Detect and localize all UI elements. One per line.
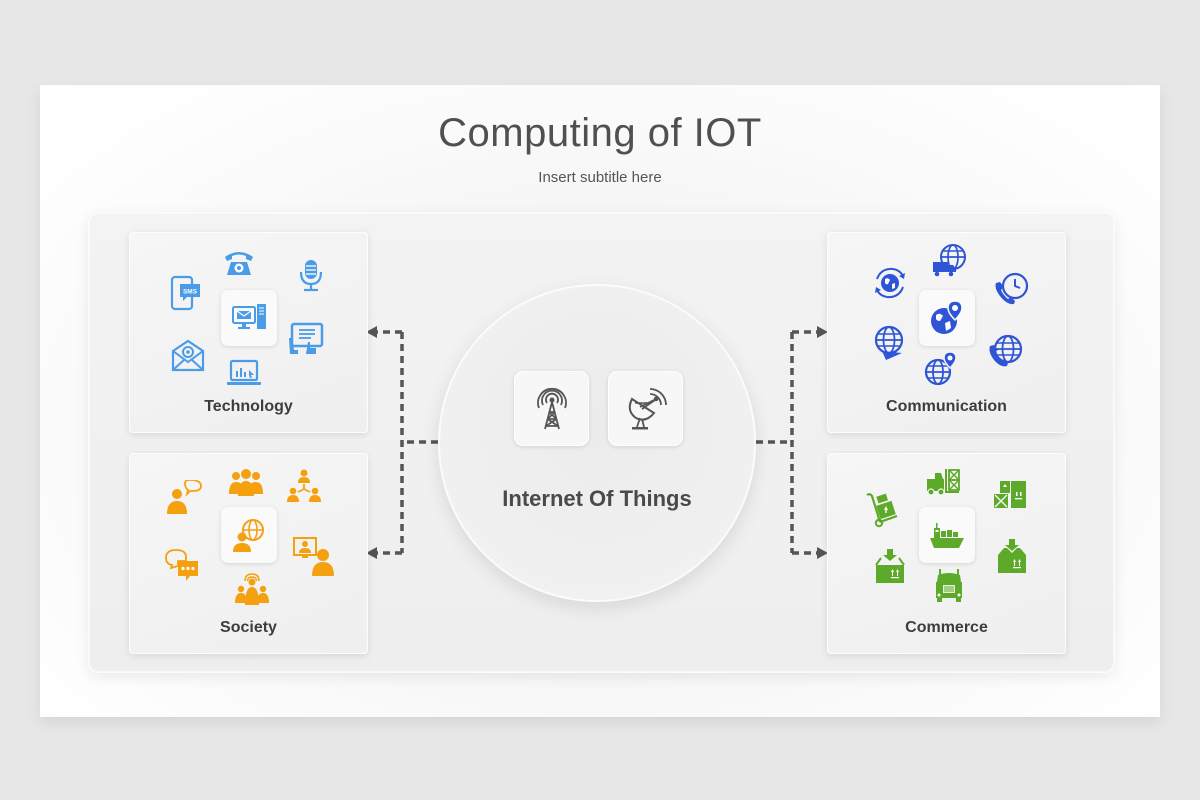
chat-bubbles-icon — [164, 548, 200, 584]
person-globe-icon — [221, 507, 277, 563]
forklift-icon — [925, 465, 961, 501]
slide-subtitle: Insert subtitle here — [538, 169, 662, 186]
cargo-ship-icon — [919, 507, 975, 563]
video-call-icon — [292, 536, 334, 576]
globe-location-icon — [924, 351, 960, 387]
microphone-icon — [293, 257, 329, 293]
laptop-chart-icon — [226, 355, 262, 391]
iot-hub[interactable]: Internet Of Things — [438, 284, 756, 602]
tablet-touch-icon — [288, 320, 324, 356]
group-icon — [228, 466, 264, 502]
card-communication[interactable]: Communication — [827, 232, 1066, 433]
hierarchy-icon — [286, 468, 322, 504]
boxes-icon — [992, 478, 1028, 514]
truck-icon — [931, 568, 967, 604]
hand-truck-icon — [864, 492, 900, 528]
email-at-icon — [170, 337, 206, 373]
sms-phone-icon: SMS — [168, 275, 204, 311]
person-speech-icon — [166, 478, 202, 516]
phone-clock-icon — [994, 271, 1030, 307]
computer-email-icon — [221, 290, 277, 346]
radio-tower-icon — [514, 371, 589, 446]
card-label-technology: Technology — [204, 398, 293, 415]
card-technology[interactable]: SMS Technology — [129, 232, 368, 433]
hub-label: Internet Of Things — [502, 486, 692, 511]
card-label-communication: Communication — [886, 398, 1007, 415]
package-down-icon — [872, 548, 908, 584]
slide-title: Computing of IOT — [438, 111, 762, 155]
globe-pin-icon — [919, 290, 975, 346]
telephone-icon — [221, 245, 257, 281]
broadcast-group-icon — [234, 571, 270, 607]
card-label-society: Society — [220, 619, 277, 636]
svg-text:SMS: SMS — [183, 289, 198, 296]
globe-sync-icon — [872, 265, 908, 301]
card-label-commerce: Commerce — [905, 619, 988, 636]
card-society[interactable]: Society — [129, 453, 368, 654]
globe-truck-icon — [932, 244, 968, 280]
globe-phone-icon — [988, 333, 1024, 369]
package-in-icon — [994, 538, 1030, 574]
card-commerce[interactable]: Commerce — [827, 453, 1066, 654]
satellite-dish-icon — [608, 371, 683, 446]
globe-arrow-icon — [872, 325, 908, 361]
